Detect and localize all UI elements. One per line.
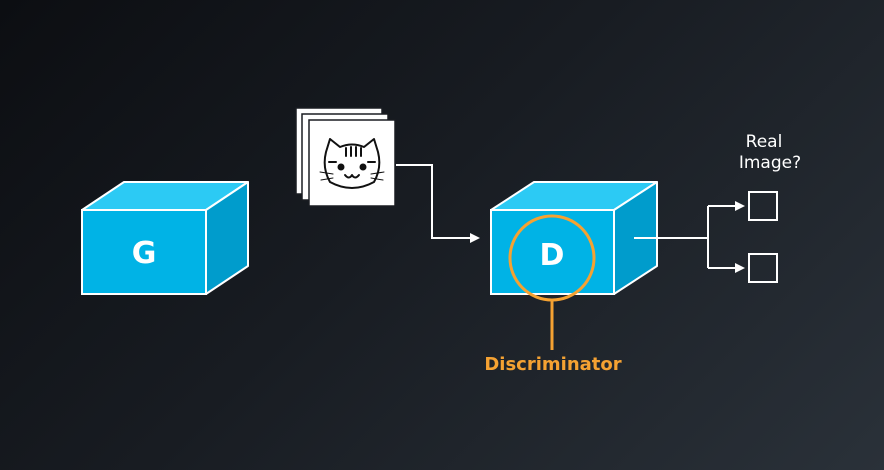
output-question-line2: Image?	[739, 153, 801, 173]
output-question-line1: Real	[746, 132, 783, 152]
output-arrowhead-top	[735, 201, 745, 211]
output-checkbox-real	[748, 191, 778, 221]
generator-box-front	[81, 209, 207, 295]
cat-face-icon	[319, 138, 385, 189]
input-arrow	[396, 164, 480, 243]
output-branch	[634, 205, 738, 269]
image-card-front	[308, 119, 396, 207]
generator-box: G	[81, 181, 249, 295]
output-checkbox-fake	[748, 253, 778, 283]
discriminator-label: D	[540, 238, 565, 273]
generator-label: G	[132, 236, 157, 271]
discriminator-highlight: Discriminator	[484, 214, 622, 375]
input-arrowhead	[470, 233, 480, 243]
discriminator-caption: Discriminator	[484, 354, 621, 375]
output-arrowhead-bottom	[735, 263, 745, 273]
generated-image-stack	[295, 107, 396, 207]
